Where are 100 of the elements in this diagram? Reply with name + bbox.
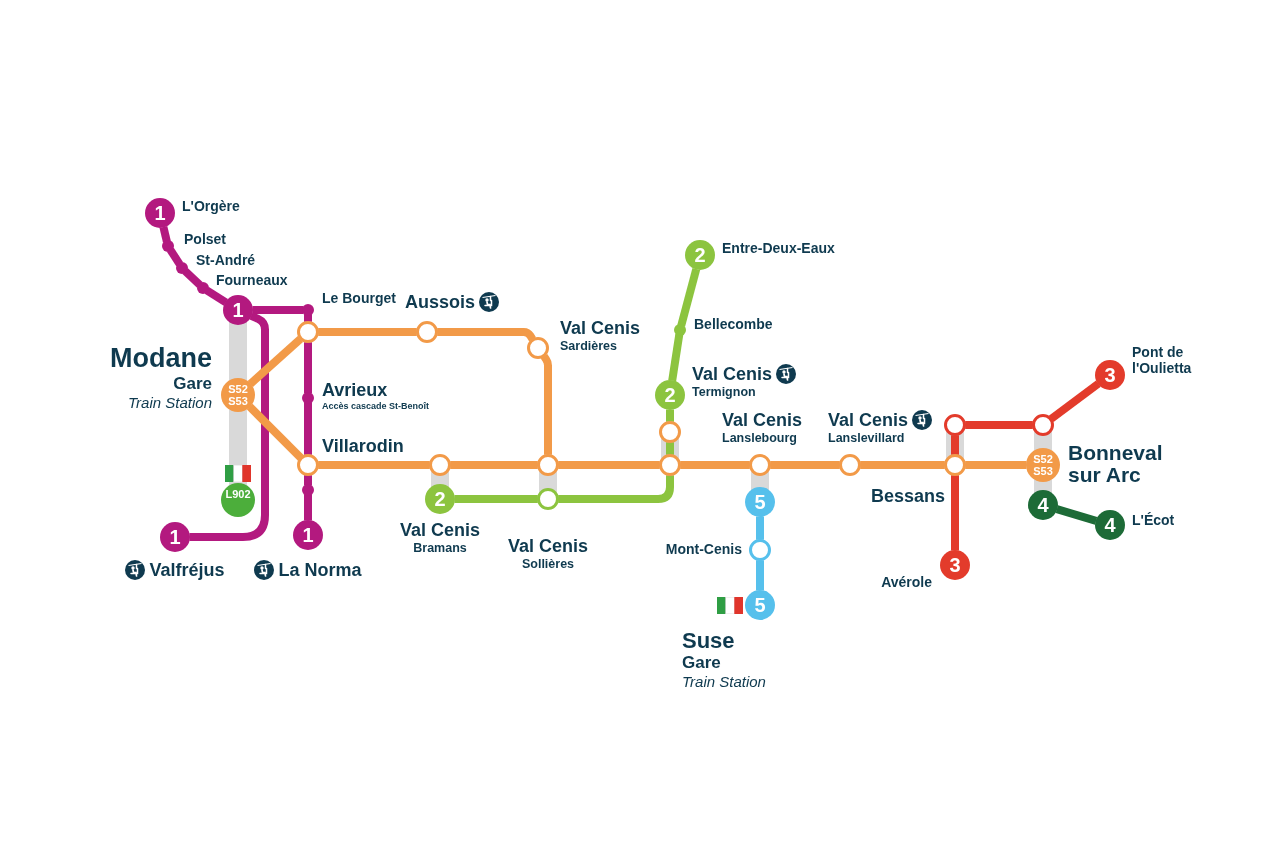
route-line: [437, 328, 536, 342]
route-line: [1048, 380, 1101, 423]
station-marker: [944, 454, 966, 476]
station-subname: Lanslevillard: [828, 430, 905, 446]
station-name: Polset: [184, 231, 226, 248]
stop-dot: [162, 240, 174, 252]
transfer-link: [1034, 431, 1052, 451]
route-line: [318, 328, 417, 336]
station-marker: [537, 454, 559, 476]
route-line: [304, 402, 312, 455]
station-name: Avrieux: [322, 380, 388, 401]
route-line: [247, 335, 304, 387]
line-number-marker: 1: [293, 520, 323, 550]
stop-dot: [674, 324, 686, 336]
station-name: Pont de l'Oulietta: [1132, 344, 1193, 377]
station-name: Val Cenis: [692, 364, 773, 385]
transfer-link: [539, 471, 557, 493]
station-marker: [749, 539, 771, 561]
line-number-marker: 5: [745, 590, 775, 620]
station-subname: Gare: [173, 374, 212, 394]
station-subname: Sollières: [521, 556, 575, 572]
line-number-marker: 1: [145, 198, 175, 228]
stop-dot: [302, 392, 314, 404]
route-line: [965, 461, 1027, 469]
route-line: [204, 287, 228, 306]
station-subname: Lanslebourg: [722, 430, 797, 446]
station-name: Bonneval sur Arc: [1068, 442, 1164, 487]
station-marker: [839, 454, 861, 476]
station-marker: [659, 421, 681, 443]
route-line: [680, 461, 750, 469]
route-line: [252, 306, 304, 314]
station-marker: [749, 454, 771, 476]
line-number-marker: 3: [940, 550, 970, 580]
route-line: [454, 495, 538, 503]
access-note: Accès cascade St-Benoît: [322, 400, 430, 412]
station-name: Le Bourget: [322, 290, 396, 307]
route-line: [558, 461, 660, 469]
route-line: [304, 494, 312, 521]
line-number-marker: 1: [223, 295, 253, 325]
route-line: [756, 516, 764, 540]
station-name: Val Cenis: [828, 410, 909, 431]
line-code-marker: L902: [221, 483, 255, 517]
route-line: [189, 312, 269, 541]
line-code-marker: S52 S53: [1026, 448, 1060, 482]
line-number-marker: 5: [745, 487, 775, 517]
route-line: [666, 409, 674, 422]
line-number-marker: 4: [1095, 510, 1125, 540]
route-line: [1055, 505, 1098, 525]
line-number-marker: 2: [425, 484, 455, 514]
transfer-link: [229, 322, 247, 381]
station-name: Val Cenis: [507, 536, 588, 557]
route-line: [756, 560, 764, 591]
route-line: [318, 461, 430, 469]
line-number-marker: 2: [655, 380, 685, 410]
route-line: [304, 342, 312, 394]
station-marker: [297, 321, 319, 343]
station-name: Entre-Deux-Eaux: [722, 240, 835, 257]
route-line: [668, 333, 684, 382]
stop-dot: [302, 304, 314, 316]
route-line: [965, 421, 1033, 429]
route-line: [951, 435, 959, 455]
station-marker: [1032, 414, 1054, 436]
station-name: Mont-Cenis: [665, 541, 742, 558]
station-name: L'Écot: [1132, 512, 1175, 529]
route-line: [860, 461, 945, 469]
station-subname: Train Station: [682, 672, 766, 691]
station-name: Fourneaux: [216, 272, 288, 289]
line-number-marker: 1: [160, 522, 190, 552]
route-line: [182, 268, 203, 288]
transfer-link: [751, 471, 769, 490]
line-number-marker: 2: [685, 240, 715, 270]
station-name: St-André: [196, 252, 256, 269]
transfer-link: [229, 409, 247, 486]
line-code-marker: S52 S53: [221, 378, 255, 412]
station-marker: [416, 321, 438, 343]
station-name: Villarodin: [322, 436, 404, 457]
station-subname: Train Station: [128, 393, 212, 411]
line-number-marker: 4: [1028, 490, 1058, 520]
route-line: [677, 267, 701, 327]
station-subname: Bramans: [413, 540, 467, 556]
station-name: Modane: [110, 343, 212, 375]
route-line: [450, 461, 538, 469]
station-name: Val Cenis: [722, 410, 803, 431]
station-name: L'Orgère: [182, 198, 240, 215]
stop-dot: [302, 484, 314, 496]
station-name: Valfréjus: [149, 560, 225, 581]
station-subname: Sardières: [560, 338, 617, 354]
station-marker: [537, 488, 559, 510]
stop-dot: [176, 262, 188, 274]
station-subname: Termignon: [692, 384, 756, 400]
station-marker: [527, 337, 549, 359]
station-name: Suse: [682, 628, 735, 654]
route-line: [558, 475, 674, 503]
station-name: La Norma: [278, 560, 362, 581]
station-name: Val Cenis: [560, 318, 641, 339]
route-line: [770, 461, 840, 469]
transfer-link: [661, 438, 679, 459]
station-name: Aussois: [405, 292, 476, 313]
station-marker: [429, 454, 451, 476]
route-line: [246, 403, 304, 461]
